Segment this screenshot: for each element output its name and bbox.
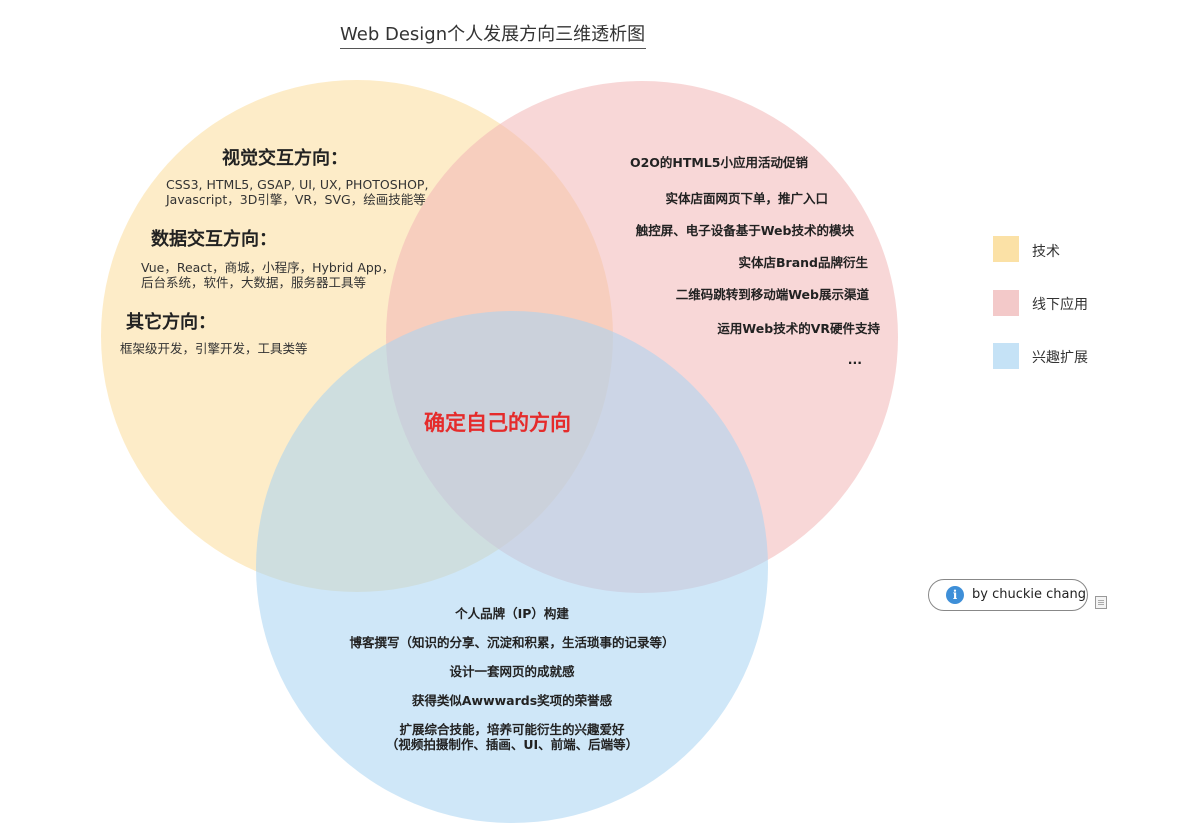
interest-item: （视频拍摄制作、插画、UI、前端、后端等） xyxy=(385,737,639,752)
credit-badge[interactable]: i by chuckie chang xyxy=(928,579,1088,611)
offline-item: 二维码跳转到移动端Web展示渠道 xyxy=(675,287,869,302)
circle-interest xyxy=(256,311,768,823)
offline-item: 实体店Brand品牌衍生 xyxy=(738,255,868,270)
center-label: 确定自己的方向 xyxy=(424,411,571,435)
interest-item: 个人品牌（IP）构建 xyxy=(455,606,569,621)
visual-interaction-line-2: Javascript，3D引擎，VR，SVG，绘画技能等 xyxy=(166,192,426,207)
interest-item: 获得类似Awwwards奖项的荣誉感 xyxy=(411,693,613,708)
visual-interaction-line-1: CSS3, HTML5, GSAP, UI, UX, PHOTOSHOP, xyxy=(166,177,429,192)
note-icon[interactable] xyxy=(1095,596,1107,609)
offline-item: 触控屏、电子设备基于Web技术的模块 xyxy=(635,223,854,238)
other-direction-line-1: 框架级开发，引擎开发，工具类等 xyxy=(120,341,308,356)
offline-item-ellipsis: ... xyxy=(847,352,862,367)
info-icon: i xyxy=(946,586,964,604)
legend-label-tech: 技术 xyxy=(1032,244,1060,260)
other-direction-heading: 其它方向： xyxy=(126,312,216,333)
legend-label-interest: 兴趣扩展 xyxy=(1032,350,1088,366)
data-interaction-line-1: Vue，React，商城，小程序，Hybrid App， xyxy=(141,260,395,275)
legend-swatch-offline xyxy=(993,290,1019,316)
offline-item: 运用Web技术的VR硬件支持 xyxy=(717,321,880,336)
visual-interaction-heading: 视觉交互方向： xyxy=(222,148,348,169)
offline-item: 实体店面网页下单，推广入口 xyxy=(665,191,828,206)
legend-label-offline: 线下应用 xyxy=(1032,297,1088,313)
diagram-title: Web Design个人发展方向三维透析图 xyxy=(340,20,646,49)
legend-swatch-tech xyxy=(993,236,1019,262)
legend-swatch-interest xyxy=(993,343,1019,369)
interest-item: 博客撰写（知识的分享、沉淀和积累，生活琐事的记录等） xyxy=(349,635,675,650)
interest-item: 设计一套网页的成就感 xyxy=(449,664,575,679)
data-interaction-line-2: 后台系统，软件，大数据，服务器工具等 xyxy=(141,275,367,290)
data-interaction-heading: 数据交互方向： xyxy=(151,229,277,250)
interest-item: 扩展综合技能，培养可能衍生的兴趣爱好 xyxy=(399,722,625,737)
credit-text: by chuckie chang xyxy=(972,587,1086,602)
offline-item: O2O的HTML5小应用活动促销 xyxy=(629,155,808,170)
